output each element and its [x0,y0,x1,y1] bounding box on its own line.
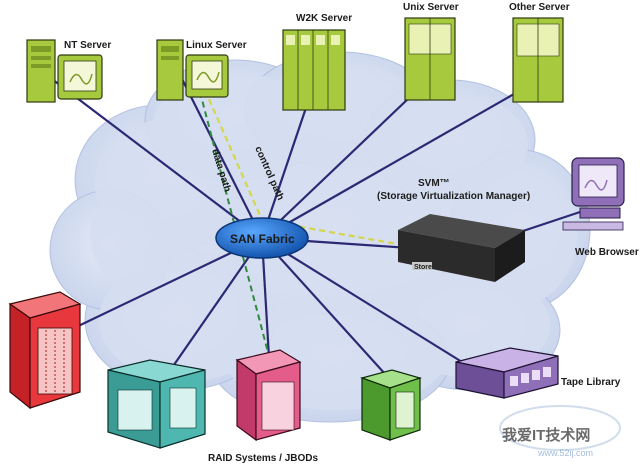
san-cloud [49,51,591,423]
other-server [512,17,564,103]
raid-teal [107,359,206,449]
linux-server-label: Linux Server [186,40,247,51]
raid-red [8,291,82,410]
link-other-server [261,81,536,239]
raid-green [359,369,423,441]
link-tape-library [261,237,476,371]
web-browser-workstation [562,157,625,231]
raid-pink [235,349,302,442]
watermark-text: 我爱IT技术网 [502,426,590,444]
w2k-server [282,29,346,111]
san-fabric-label: SAN Fabric [230,232,295,246]
unix-server-label: Unix Server [403,2,459,13]
web-browser-label: Web Browser [575,247,639,258]
nt-server [26,39,103,103]
tape-library [455,347,559,399]
svm-title: SVM™ [418,178,450,189]
link-raid-green [261,237,396,386]
link-w2k-server [260,89,314,239]
w2k-server-label: W2K Server [296,13,352,24]
link-unix-server [261,77,431,239]
raid-systems-label: RAID Systems / JBODs [208,453,318,464]
svm-badge: Store [414,264,432,271]
link-raid-red [69,237,263,331]
data-path-line [199,91,271,361]
svm-appliance [398,214,525,282]
watermark-url: www.52ij.com [537,448,593,458]
link-web-browser [519,210,581,234]
link-linux-server [179,74,263,239]
watermark [499,405,621,451]
san-fabric-hub [215,217,309,259]
unix-server [404,17,456,101]
nt-server-label: NT Server [64,40,111,51]
linux-server [156,39,229,101]
other-server-label: Other Server [509,2,570,13]
svm-subtitle: (Storage Virtualization Manager) [377,191,530,202]
tape-library-label: Tape Library [561,377,621,388]
link-raid-teal [159,237,263,386]
